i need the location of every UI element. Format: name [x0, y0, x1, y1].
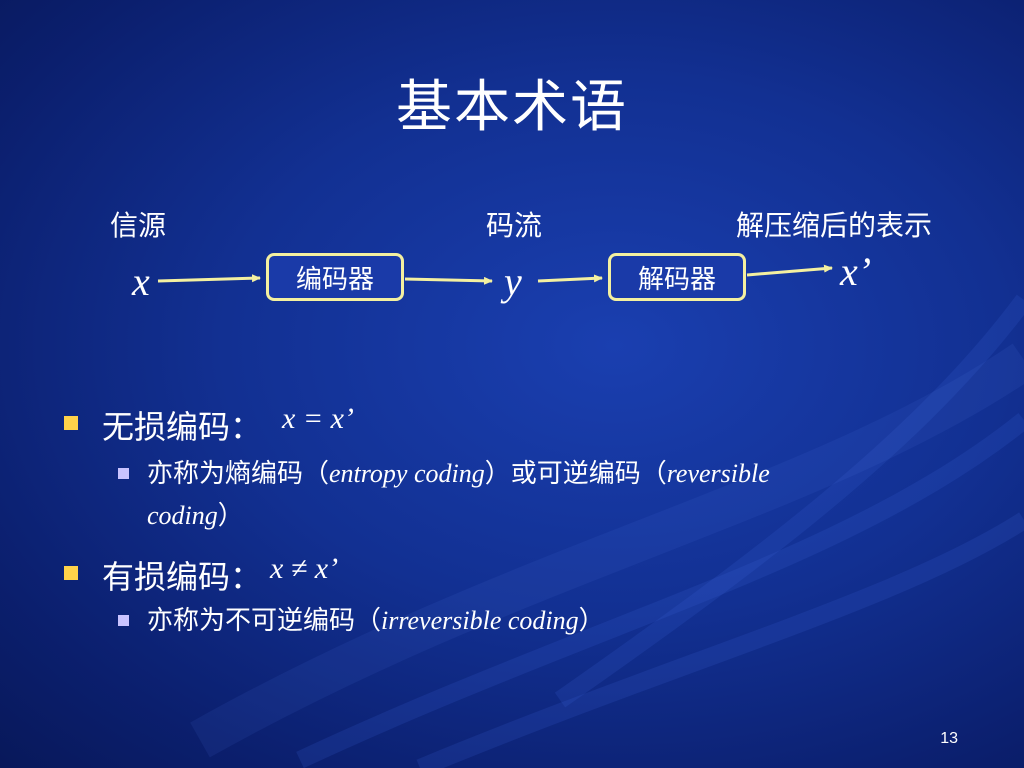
arrow-y-to-decoder: [537, 274, 603, 283]
page-number: 13: [940, 730, 958, 747]
bullet-lossy: 有损编码： x ≠ x’: [64, 552, 338, 598]
arrow-encoder-to-y: [404, 276, 493, 285]
lossy-formula: x ≠ x’: [270, 552, 339, 585]
reversible-term: reversible: [666, 459, 770, 488]
lossless-formula: x = x’: [282, 402, 354, 435]
lossless-detail-part1: 亦称为熵编码（: [147, 459, 330, 489]
lossy-detail-text: 亦称为不可逆编码（irreversible coding）: [147, 600, 605, 642]
bitstream-label: 码流: [486, 209, 543, 242]
lossless-detail-text: 亦称为熵编码（entropy coding）或可逆编码（reversible co…: [147, 453, 770, 537]
arrow-decoder-to-x-prime: [746, 264, 833, 277]
input-variable-x: x: [132, 259, 150, 304]
source-label: 信源: [110, 209, 167, 242]
sub-bullet-square-icon: [118, 468, 129, 479]
lossy-detail-part2: ）: [578, 606, 605, 636]
bullet-square-icon: [64, 416, 78, 430]
sub-bullet-square-icon: [118, 615, 129, 626]
lossless-detail-part2: ）或可逆编码（: [484, 459, 667, 489]
lossless-label: 无损编码：: [102, 408, 263, 446]
lossless-detail-part3: ）: [217, 501, 244, 531]
lossy-label: 有损编码：: [102, 558, 263, 596]
arrow-x-to-encoder: [157, 274, 261, 283]
slide-title: 基本术语: [396, 75, 628, 140]
irreversible-coding-term: irreversible coding: [381, 606, 579, 635]
code-variable-y: y: [504, 259, 522, 304]
encoder-box: 编码器: [266, 253, 404, 301]
decoder-box: 解码器: [608, 253, 746, 301]
bullet-lossless-detail: 亦称为熵编码（entropy coding）或可逆编码（reversible co…: [118, 453, 978, 537]
coding-term: coding: [147, 501, 218, 530]
reconstructed-label: 解压缩后的表示: [736, 209, 933, 242]
bullet-square-icon: [64, 566, 78, 580]
bullet-lossy-detail: 亦称为不可逆编码（irreversible coding）: [118, 600, 978, 642]
bullet-lossless: 无损编码： x = x’: [64, 402, 354, 448]
lossy-detail-part1: 亦称为不可逆编码（: [147, 606, 382, 636]
entropy-coding-term: entropy coding: [329, 459, 485, 488]
output-variable-x-prime: x’: [840, 249, 872, 294]
